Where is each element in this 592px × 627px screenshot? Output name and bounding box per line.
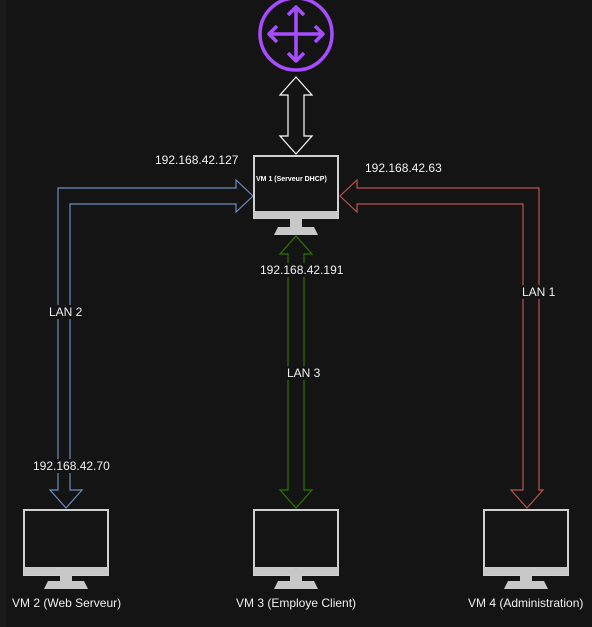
vm1-label: VM 1 (Serveur DHCP) xyxy=(256,176,327,183)
network-diagram xyxy=(23,0,569,589)
vm3-monitor-icon[interactable] xyxy=(253,509,339,589)
vm4-monitor-icon[interactable] xyxy=(483,509,569,589)
vm1-monitor-icon[interactable] xyxy=(253,155,339,235)
vm1-lan2-ip: 192.168.42.127 xyxy=(155,153,239,167)
vm2-monitor-icon[interactable] xyxy=(23,509,109,589)
lan2-arrow xyxy=(48,178,254,509)
vm2-ip: 192.168.42.70 xyxy=(32,459,111,473)
lan3-label: LAN 3 xyxy=(286,366,322,380)
lan1-label: LAN 1 xyxy=(521,285,557,299)
vm2-label: VM 2 (Web Serveur) xyxy=(12,596,122,610)
lan1-arrow xyxy=(339,178,545,509)
router-icon[interactable] xyxy=(258,0,334,72)
vm3-label: VM 3 (Employe Client) xyxy=(236,596,357,610)
vm1-lan1-ip: 192.168.42.63 xyxy=(365,161,442,175)
lan2-label: LAN 2 xyxy=(48,305,84,319)
vm1-lan3-ip: 192.168.42.191 xyxy=(259,263,345,277)
vm4-label: VM 4 (Administration) xyxy=(468,596,584,610)
uplink-arrow xyxy=(278,76,314,155)
